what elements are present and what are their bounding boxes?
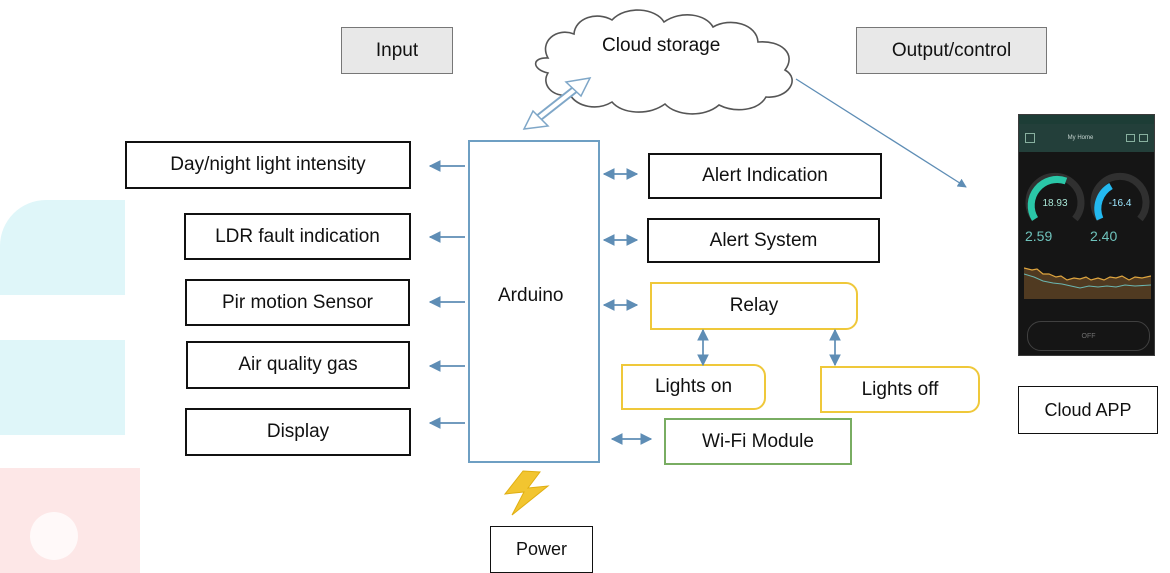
cloud-app-screenshot: My Home 18.93 -16.4 2.59 2.40 OFF: [1018, 114, 1155, 356]
alert-indication-box: Alert Indication: [648, 153, 882, 199]
left-metric-value: 2.59: [1025, 228, 1053, 244]
ldr-fault-label: LDR fault indication: [215, 225, 380, 247]
right-gauge-value: -16.4: [1109, 198, 1132, 209]
phone-header: My Home: [1019, 124, 1154, 152]
arduino-box: Arduino: [468, 140, 600, 463]
phone-line-chart: [1024, 267, 1151, 299]
cloud-storage-shape: [534, 9, 793, 115]
lights-on-box: Lights on: [621, 364, 766, 410]
phone-title: My Home: [1067, 135, 1094, 141]
background-watermark-gap: [82, 298, 160, 340]
air-quality-label: Air quality gas: [238, 354, 358, 375]
day-night-light-label: Day/night light intensity: [170, 154, 366, 175]
back-icon: [1025, 133, 1035, 143]
cloud-double-arrow: [522, 77, 592, 130]
lights-off-label: Lights off: [861, 378, 939, 400]
power-label-box: Power: [490, 526, 593, 573]
settings-icon: [1138, 134, 1148, 142]
phone-status-bar: [1019, 115, 1154, 124]
output-control-label-box: Output/control: [856, 27, 1047, 74]
pir-sensor-label: Pir motion Sensor: [221, 291, 373, 313]
right-gauge: -16.4: [1090, 172, 1150, 222]
arduino-label: Arduino: [498, 285, 564, 306]
day-night-light-box: Day/night light intensity: [125, 141, 411, 189]
phone-header-actions: [1125, 134, 1148, 142]
display-box: Display: [185, 408, 411, 456]
ldr-fault-box: LDR fault indication: [184, 213, 411, 260]
background-watermark: [0, 200, 125, 295]
lights-on-label: Lights on: [654, 376, 733, 397]
phone-gauges: 18.93 -16.4: [1019, 155, 1154, 225]
power-label: Power: [515, 539, 568, 559]
wifi-module-label: Wi-Fi Module: [702, 430, 814, 452]
power-lightning-icon: [503, 470, 550, 516]
left-gauge: 18.93: [1025, 172, 1085, 222]
battery-icon: [1125, 134, 1135, 142]
pir-sensor-box: Pir motion Sensor: [185, 279, 410, 326]
relay-arrows: [697, 328, 841, 367]
cloud-storage-label: Cloud storage: [602, 35, 721, 56]
input-label: Input: [375, 39, 419, 61]
wifi-module-box: Wi-Fi Module: [664, 418, 852, 465]
cloud-app-label: Cloud APP: [1044, 399, 1132, 420]
phone-off-button[interactable]: OFF: [1027, 321, 1150, 351]
watermark-gear-icon: [30, 512, 78, 560]
cloud-app-label-box: Cloud APP: [1018, 386, 1158, 434]
relay-box: Relay: [650, 282, 858, 330]
relay-label: Relay: [729, 295, 779, 316]
input-arrows: [428, 160, 465, 429]
output-control-label: Output/control: [891, 39, 1012, 61]
left-gauge-value: 18.93: [1042, 198, 1067, 209]
air-quality-box: Air quality gas: [186, 341, 410, 389]
right-metric-value: 2.40: [1090, 228, 1118, 244]
input-label-box: Input: [341, 27, 453, 74]
display-label: Display: [266, 421, 330, 442]
lights-off-box: Lights off: [820, 366, 980, 413]
alert-system-label: Alert System: [709, 229, 818, 251]
alert-indication-label: Alert Indication: [702, 165, 828, 186]
background-watermark: [0, 340, 125, 435]
alert-system-box: Alert System: [647, 218, 880, 263]
